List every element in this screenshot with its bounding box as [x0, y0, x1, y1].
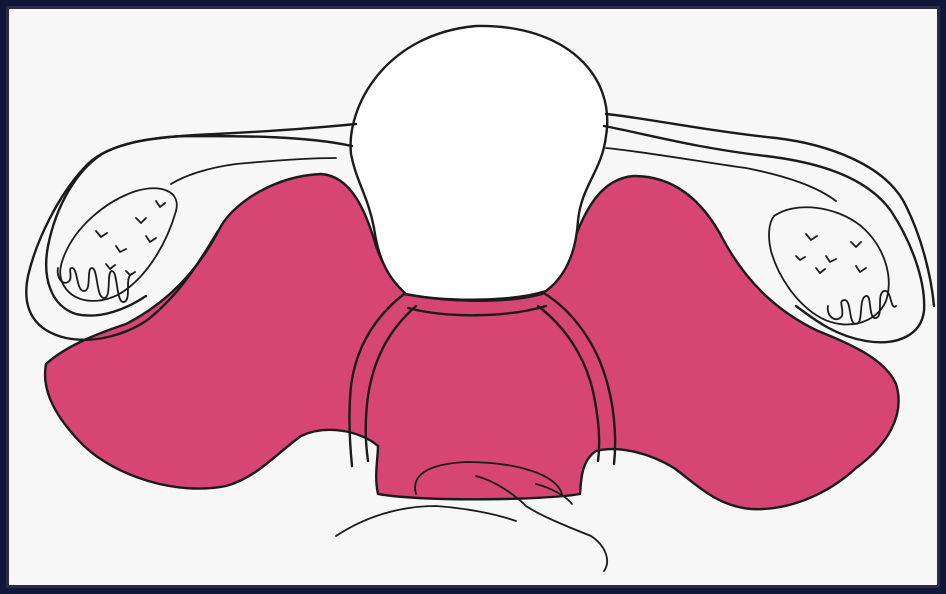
right-follicle-marks	[796, 234, 866, 273]
right-fimbriae	[828, 291, 896, 324]
uterus-diagram	[6, 6, 940, 588]
left-fimbriae	[58, 268, 132, 302]
uterus-body	[351, 26, 608, 300]
left-follicle-marks	[96, 201, 165, 275]
labia-fold-left	[336, 506, 516, 536]
